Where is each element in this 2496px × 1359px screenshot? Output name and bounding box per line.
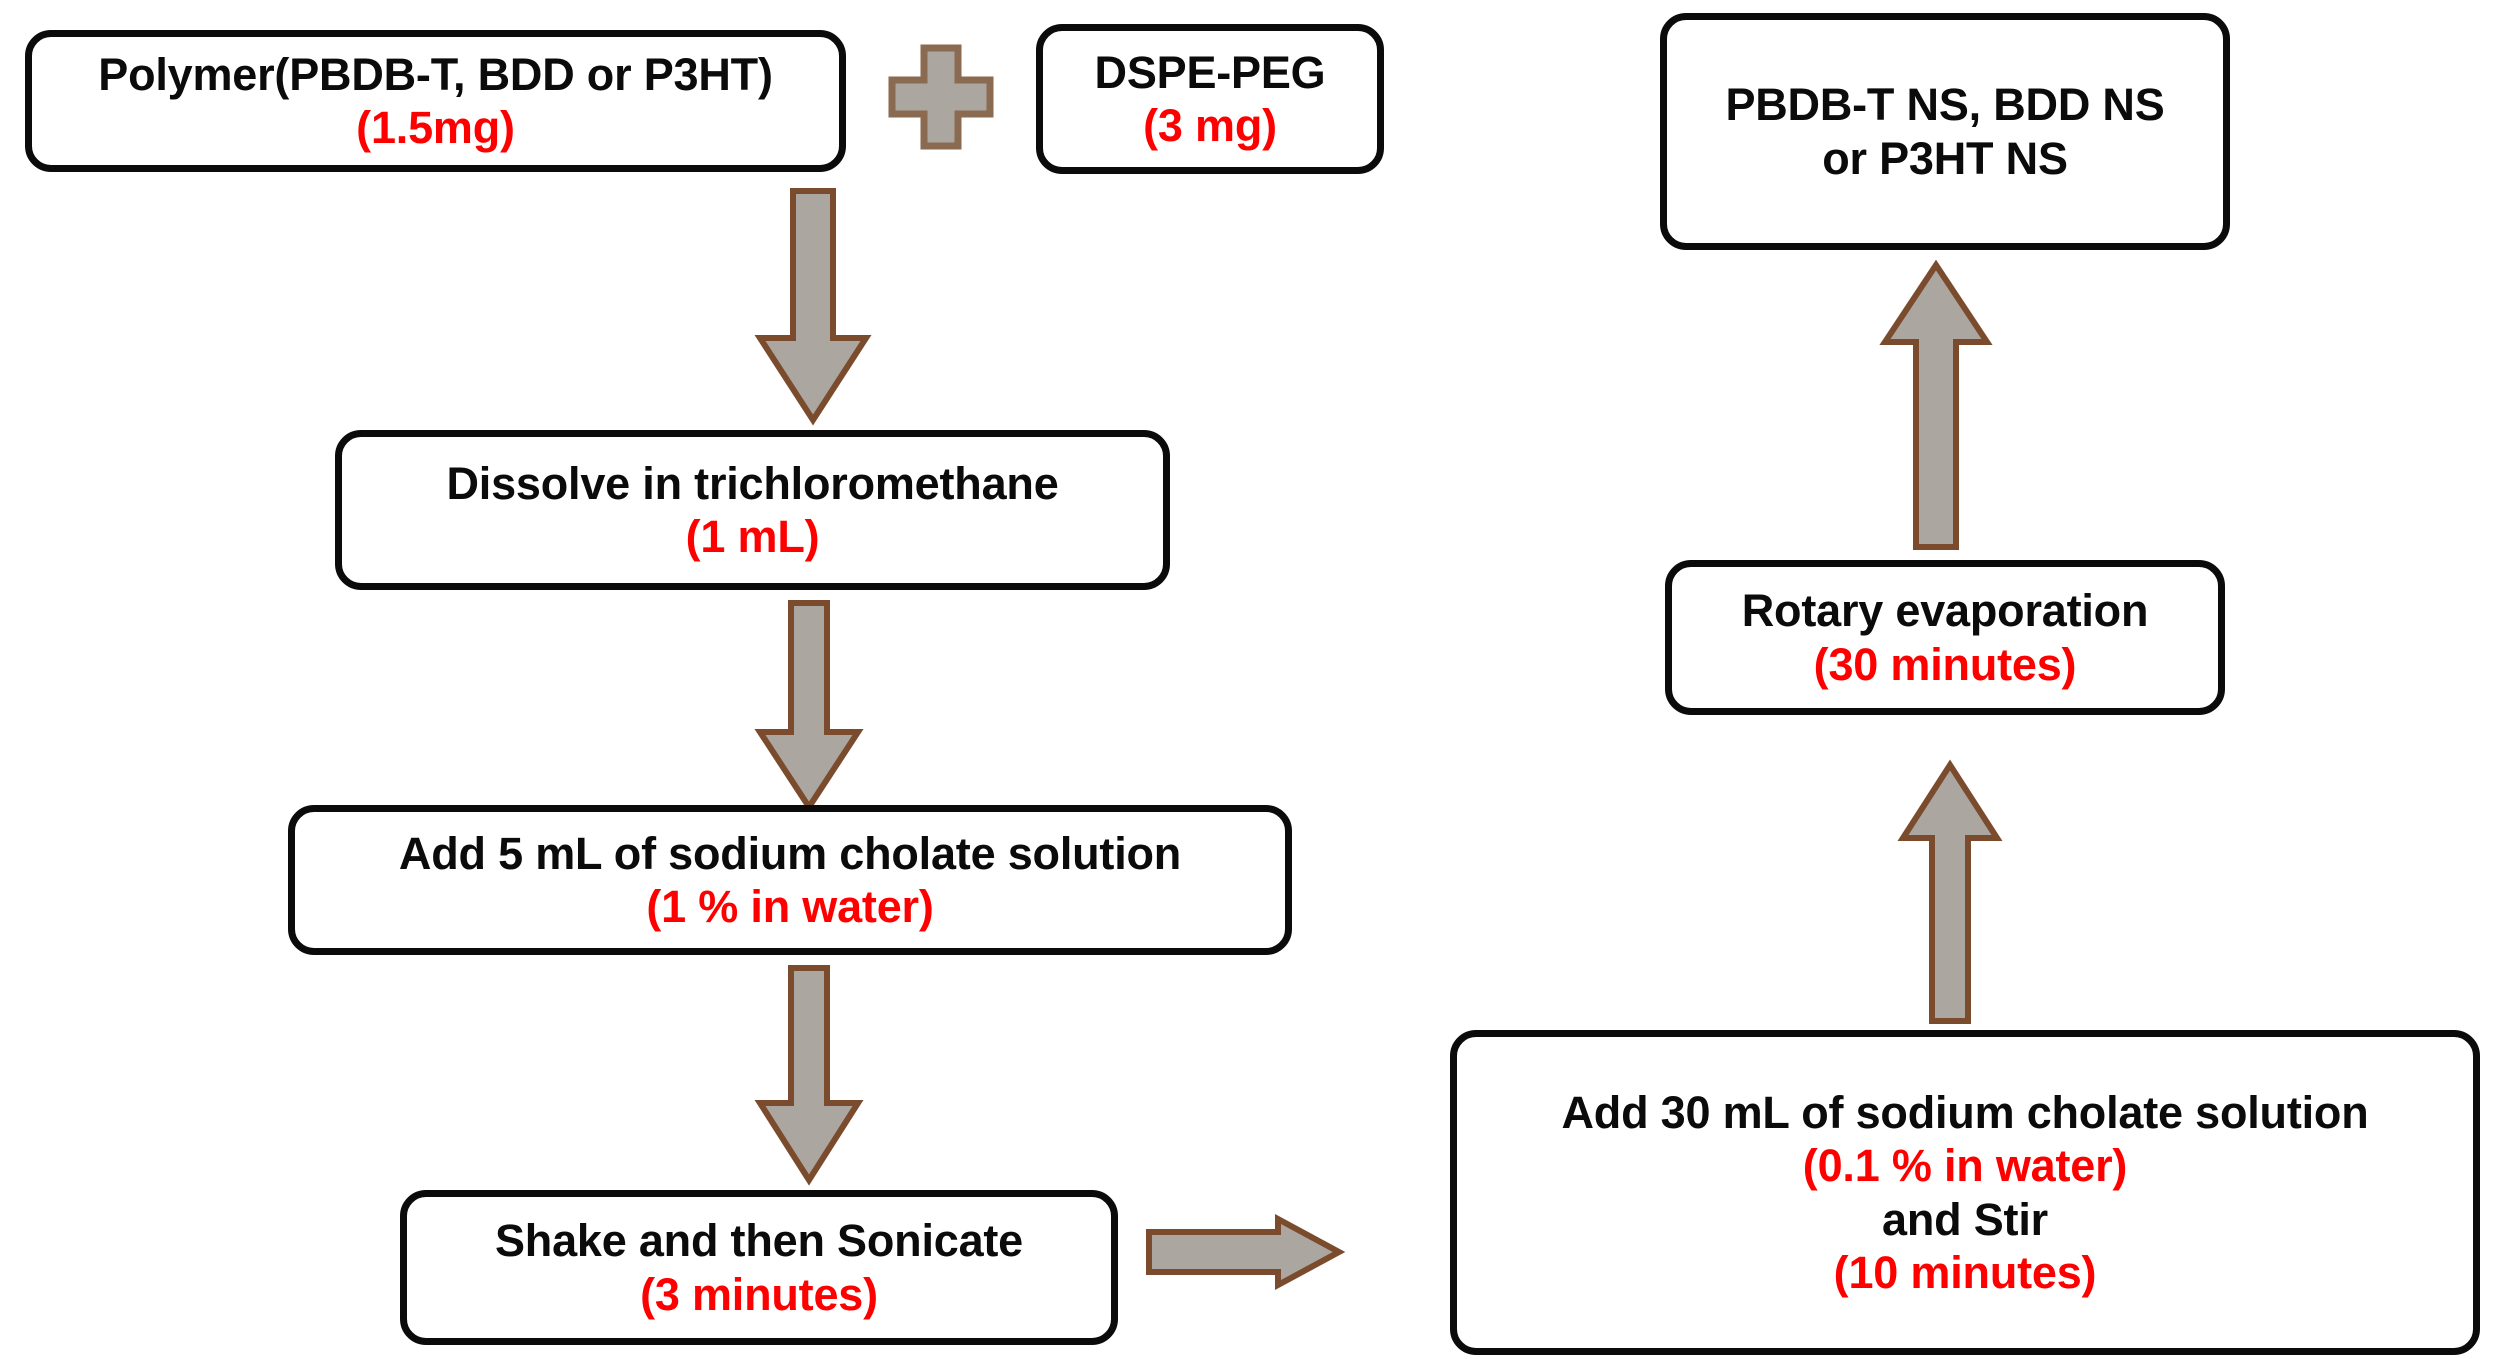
node-dissolve: Dissolve in trichloromethane (1 mL) [335,430,1170,590]
node-add-5ml-line2: (1 % in water) [646,881,934,932]
arrow-down-icon [754,965,864,1186]
node-add-5ml-line1: Add 5 mL of sodium cholate solution [398,827,1182,879]
node-shake-sonicate: Shake and then Sonicate (3 minutes) [400,1190,1118,1345]
node-dspe-peg: DSPE-PEG (3 mg) [1036,24,1384,174]
node-dissolve-line1: Dissolve in trichloromethane [446,457,1059,509]
arrow-down-icon [754,600,864,813]
node-product-line2: or P3HT NS [1822,132,2068,184]
node-polymer-line1: Polymer(PBDB-T, BDD or P3HT) [98,48,773,100]
arrow-right-icon [1146,1213,1346,1291]
node-dissolve-line2: (1 mL) [685,511,820,562]
arrow-down-icon [754,188,872,426]
node-add-30ml-line4: (10 minutes) [1833,1246,2097,1298]
node-rotary-evaporation-line1: Rotary evaporation [1741,585,2149,637]
node-shake-sonicate-line1: Shake and then Sonicate [494,1215,1024,1267]
node-product-line1: PBDB-T NS, BDD NS [1725,79,2165,131]
node-add-30ml: Add 30 mL of sodium cholate solution (0.… [1450,1030,2480,1355]
node-shake-sonicate-line2: (3 minutes) [640,1268,878,1320]
node-rotary-evaporation: Rotary evaporation (30 minutes) [1665,560,2225,715]
node-dspe-peg-line2: (3 mg) [1143,100,1277,151]
node-add-30ml-line1: Add 30 mL of sodium cholate solution [1561,1087,2369,1139]
arrow-up-icon [1879,259,1993,550]
arrow-up-icon [1897,759,2003,1024]
node-dspe-peg-line1: DSPE-PEG [1094,46,1326,98]
node-add-30ml-line3: and Stir [1882,1193,2048,1245]
plus-icon [886,42,996,152]
node-polymer: Polymer(PBDB-T, BDD or P3HT) (1.5mg) [25,30,846,172]
node-product: PBDB-T NS, BDD NS or P3HT NS [1660,13,2230,250]
node-add-30ml-line2: (0.1 % in water) [1802,1140,2128,1192]
node-add-5ml: Add 5 mL of sodium cholate solution (1 %… [288,805,1292,955]
node-rotary-evaporation-line2: (30 minutes) [1813,638,2077,690]
node-polymer-line2: (1.5mg) [356,102,515,153]
